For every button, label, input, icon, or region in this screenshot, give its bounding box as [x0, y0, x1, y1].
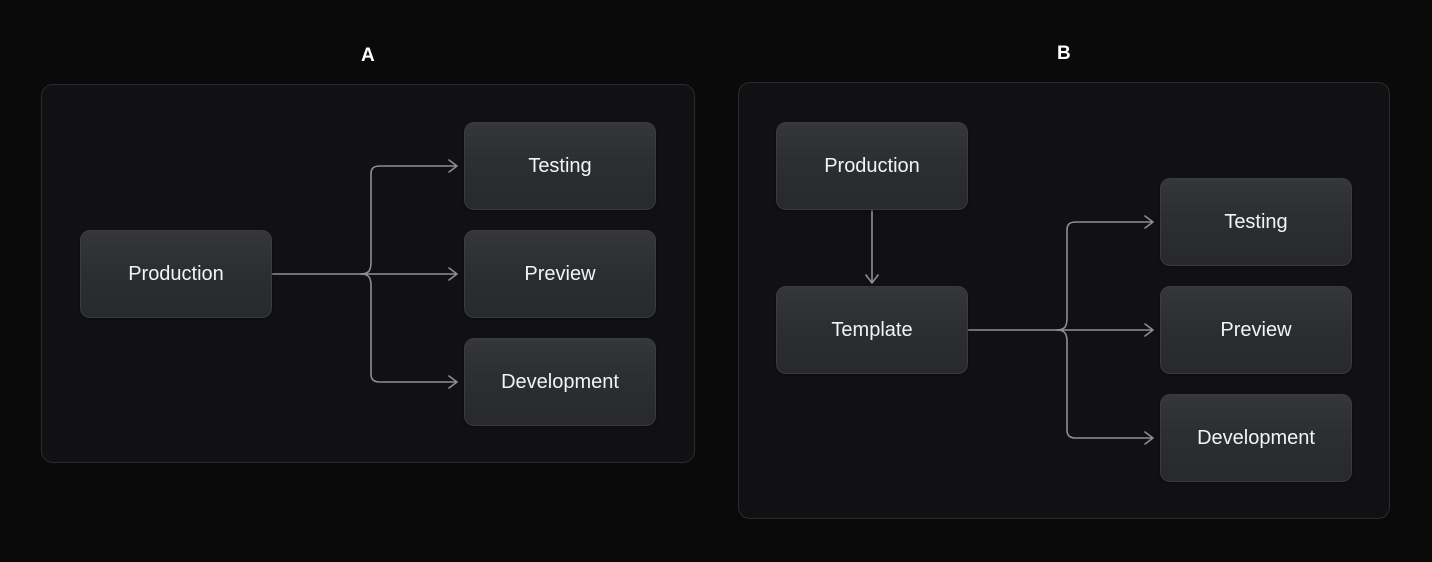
- node-a-development[interactable]: Development: [464, 338, 656, 426]
- node-b-template[interactable]: Template: [776, 286, 968, 374]
- node-b-development[interactable]: Development: [1160, 394, 1352, 482]
- diagram-group-b: B Production Template Test: [738, 42, 1390, 519]
- node-b-preview[interactable]: Preview: [1160, 286, 1352, 374]
- group-b-label: B: [1056, 43, 1072, 64]
- diagram-group-a: A Production Testing Preview Dev: [41, 44, 695, 463]
- node-a-preview-label: Preview: [524, 263, 596, 285]
- node-a-testing[interactable]: Testing: [464, 122, 656, 210]
- group-a-label: A: [360, 45, 376, 66]
- node-b-testing[interactable]: Testing: [1160, 178, 1352, 266]
- node-a-preview[interactable]: Preview: [464, 230, 656, 318]
- node-a-development-label: Development: [501, 371, 619, 393]
- node-a-production[interactable]: Production: [80, 230, 272, 318]
- node-a-testing-label: Testing: [528, 155, 592, 177]
- node-b-production[interactable]: Production: [776, 122, 968, 210]
- node-b-template-label: Template: [831, 319, 913, 341]
- node-b-testing-label: Testing: [1224, 211, 1288, 233]
- node-a-production-label: Production: [128, 263, 224, 285]
- node-b-development-label: Development: [1197, 427, 1315, 449]
- node-b-preview-label: Preview: [1220, 319, 1292, 341]
- node-b-production-label: Production: [824, 155, 920, 177]
